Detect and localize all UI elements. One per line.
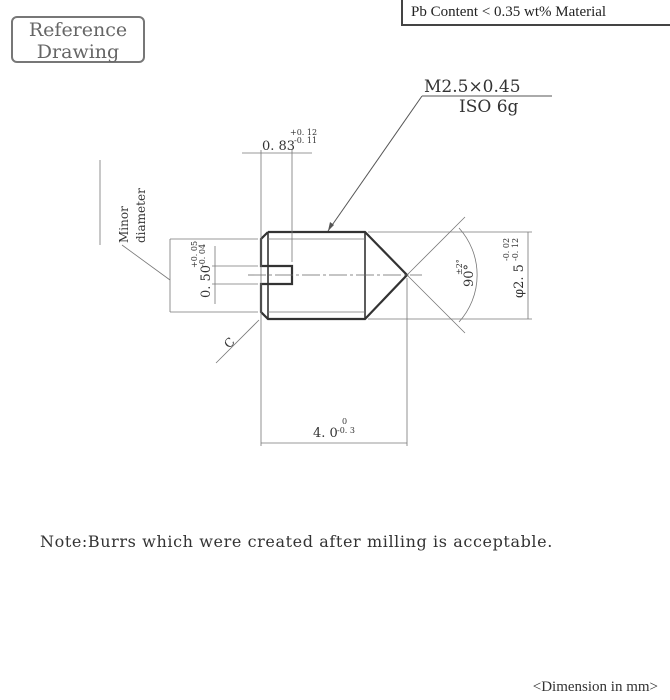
length-value: 4. 0 xyxy=(313,426,338,441)
minor-diameter-label-1: Minor xyxy=(117,206,131,243)
dimension-lines xyxy=(99,150,532,446)
burr-note: Note:Burrs which were created after mill… xyxy=(40,532,553,551)
slot-width-upper: +0. 05 xyxy=(190,241,199,268)
slot-width-lower: -0. 04 xyxy=(198,244,207,267)
material-note: Pb Content < 0.35 wt% Material xyxy=(401,0,670,26)
slot-depth-value: 0. 83 xyxy=(262,139,295,154)
angle-value: 90° xyxy=(462,264,477,287)
set-screw-body xyxy=(259,230,409,321)
length-upper: 0 xyxy=(342,417,347,426)
diameter-value: φ2. 5 xyxy=(512,264,527,298)
thread-callout: M2.5×0.45 ISO 6g xyxy=(327,77,552,232)
minor-diameter-label-2: diameter xyxy=(134,188,148,243)
badge-line2: Drawing xyxy=(36,41,120,63)
badge-line1: Reference xyxy=(28,19,128,41)
slot-width-value: 0. 50 xyxy=(199,265,214,298)
thread-tolerance: ISO 6g xyxy=(459,97,519,117)
length-lower: -0. 3 xyxy=(337,426,355,435)
reference-drawing-badge: Reference Drawing xyxy=(11,16,145,63)
thread-spec: M2.5×0.45 xyxy=(424,77,521,97)
chamfer-label: C xyxy=(221,335,237,351)
diameter-upper: -0. 02 xyxy=(502,238,511,261)
slot-depth-lower: -0. 11 xyxy=(294,136,317,145)
slot-depth-upper: +0. 12 xyxy=(290,128,317,137)
dimension-unit-note: <Dimension in mm> xyxy=(532,679,658,695)
diameter-lower: -0. 12 xyxy=(511,238,520,261)
angle-tolerance: ±2° xyxy=(455,259,464,275)
